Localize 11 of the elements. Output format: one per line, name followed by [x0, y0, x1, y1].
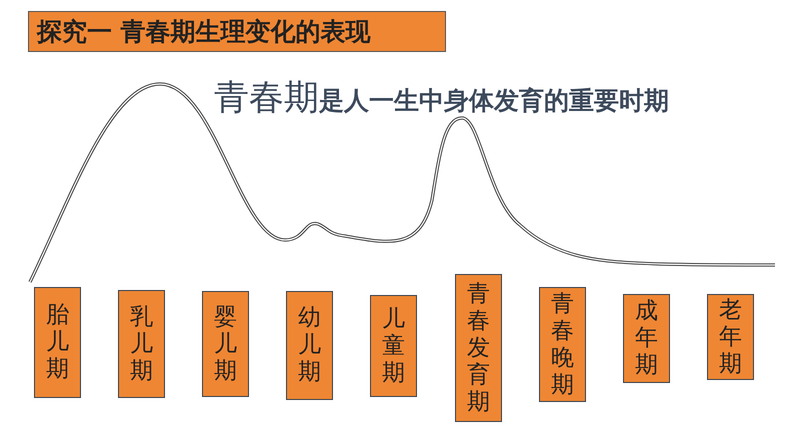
- stage-box: 幼儿期: [286, 291, 333, 400]
- stage-box: 乳儿期: [118, 290, 165, 398]
- stage-box: 青春晚期: [539, 287, 586, 402]
- stage-box: 儿童期: [370, 295, 417, 397]
- stage-box: 老年期: [707, 294, 754, 380]
- stage-box: 青春发育期: [455, 274, 502, 422]
- heading-text: 青春期是人一生中身体发育的重要时期: [214, 77, 669, 120]
- stage-box: 婴儿期: [202, 291, 249, 397]
- title-banner: 探究一 青春期生理变化的表现: [28, 11, 446, 52]
- stage-box: 胎儿期: [34, 287, 81, 398]
- stage-box: 成年期: [623, 294, 670, 383]
